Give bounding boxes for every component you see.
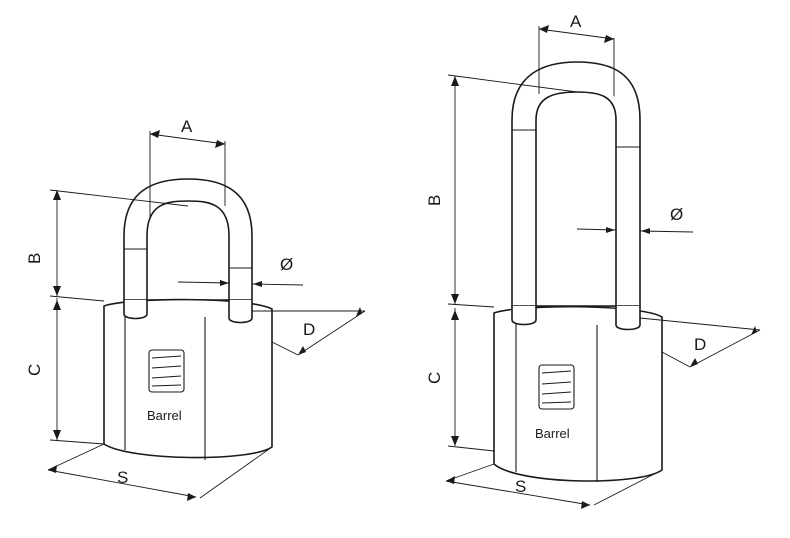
dimension-s: S [445,463,663,509]
keyway [538,364,575,410]
padlock-standard: Barrel A B C [25,117,366,501]
padlock-long-shackle: Barrel A B C [425,12,761,509]
dimension-d: D [252,307,366,356]
lock-body [493,305,663,482]
dimension-c: C [425,308,495,452]
dimension-a: A [149,117,226,218]
dim-label-d: D [694,335,706,354]
dimension-d: D [639,317,761,368]
dim-label-diameter: Ø [670,205,683,224]
dim-label-diameter: Ø [280,255,293,274]
dim-label-b: B [425,195,444,206]
dim-label-a: A [570,12,582,31]
brand-label: Barrel [535,426,570,441]
dimension-a: A [538,12,615,96]
dim-label-c: C [25,364,44,376]
lock-body [103,298,273,459]
dimension-diameter: Ø [177,255,304,287]
brand-label: Barrel [147,408,182,423]
dim-label-s: S [117,468,128,487]
dim-label-s: S [515,477,526,496]
dimension-diameter: Ø [576,205,694,234]
dimension-c: C [25,298,105,445]
dimension-b: B [425,74,578,308]
dimension-b: B [25,189,189,302]
dim-label-c: C [425,372,444,384]
dim-label-a: A [181,117,193,136]
dim-label-b: B [25,253,44,264]
dimension-s: S [47,443,273,501]
dim-label-d: D [303,320,315,339]
keyway [148,349,185,393]
